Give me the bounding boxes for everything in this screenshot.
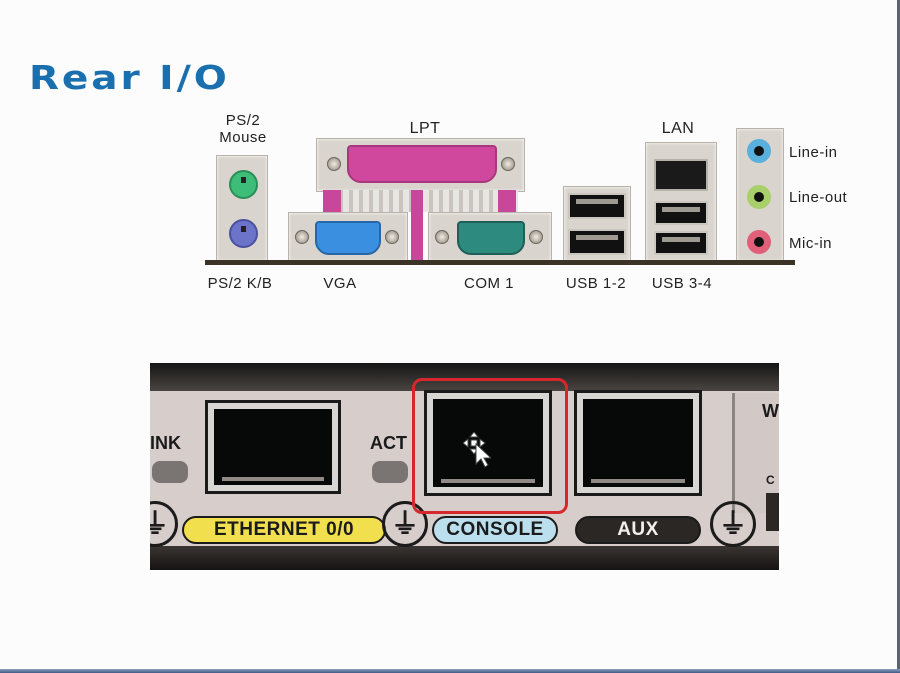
vga-port — [315, 221, 381, 255]
label-act: ACT — [370, 433, 407, 453]
ground-symbol-icon: ⏚ — [382, 501, 428, 547]
lpt-bracket-right — [498, 190, 516, 212]
usb12-panel — [563, 186, 631, 262]
photo-top-edge — [150, 363, 779, 391]
usb2-port — [568, 229, 626, 255]
io-shield-baseline — [205, 260, 795, 265]
label-ps2-mouse: PS/2 Mouse — [219, 112, 267, 146]
link-led — [152, 461, 188, 483]
com1-port — [457, 221, 525, 255]
label-lan: LAN — [661, 120, 695, 137]
screw-icon — [385, 230, 399, 244]
lpt-bracket-center — [411, 190, 423, 260]
aux-port — [577, 393, 699, 493]
line-out-jack — [747, 185, 771, 209]
ethernet-port — [208, 403, 338, 491]
console-label: CONSOLE — [432, 516, 558, 544]
act-led — [372, 461, 408, 483]
com1-panel — [428, 212, 552, 262]
label-com1: COM 1 — [463, 275, 514, 292]
ps2-mouse-port — [229, 170, 258, 199]
label-vga: VGA — [323, 275, 357, 292]
slide-title: Rear I/O — [29, 58, 230, 97]
screw-icon — [435, 230, 449, 244]
move-cursor-icon — [463, 432, 491, 468]
ps2-keyboard-port — [229, 219, 258, 248]
window-bottom-border — [0, 669, 900, 673]
lpt-port — [347, 145, 497, 183]
lan-usb34-panel — [645, 142, 717, 262]
lan-port — [654, 159, 708, 191]
label-line-out: Line-out — [789, 189, 848, 206]
label-lpt: LPT — [409, 120, 441, 137]
ground-symbol-icon: ⏚ — [710, 501, 756, 547]
audio-panel — [736, 128, 784, 262]
lpt-bracket-left — [323, 190, 341, 212]
label-edge-w: W — [762, 401, 779, 421]
label-edge-c: C — [766, 473, 775, 487]
ps2-panel — [216, 155, 268, 262]
console-port[interactable] — [427, 393, 549, 493]
window-right-border — [897, 0, 900, 673]
label-mic-in: Mic-in — [789, 235, 832, 252]
vga-panel — [288, 212, 408, 262]
edge-dark-block — [766, 493, 779, 531]
label-usb34: USB 3-4 — [651, 275, 713, 292]
label-usb12: USB 1-2 — [565, 275, 627, 292]
screw-icon — [295, 230, 309, 244]
usb4-port — [654, 231, 708, 255]
ethernet-label: ETHERNET 0/0 — [182, 516, 386, 544]
router-panel-photo: INK ACT W C ⏚ ETHERNET 0/0 ⏚ CONSOLE AUX… — [150, 363, 779, 570]
usb1-port — [568, 193, 626, 219]
mic-in-jack — [747, 230, 771, 254]
label-link: INK — [150, 433, 181, 453]
screw-icon — [501, 157, 515, 171]
usb3-port — [654, 201, 708, 225]
screw-icon — [529, 230, 543, 244]
console-port-highlight — [412, 378, 568, 514]
aux-label: AUX — [575, 516, 701, 544]
photo-bottom-edge — [150, 546, 779, 570]
lpt-panel — [316, 138, 525, 192]
label-ps2-kb: PS/2 K/B — [207, 275, 273, 292]
label-line-in: Line-in — [789, 144, 838, 161]
line-in-jack — [747, 139, 771, 163]
screw-icon — [327, 157, 341, 171]
